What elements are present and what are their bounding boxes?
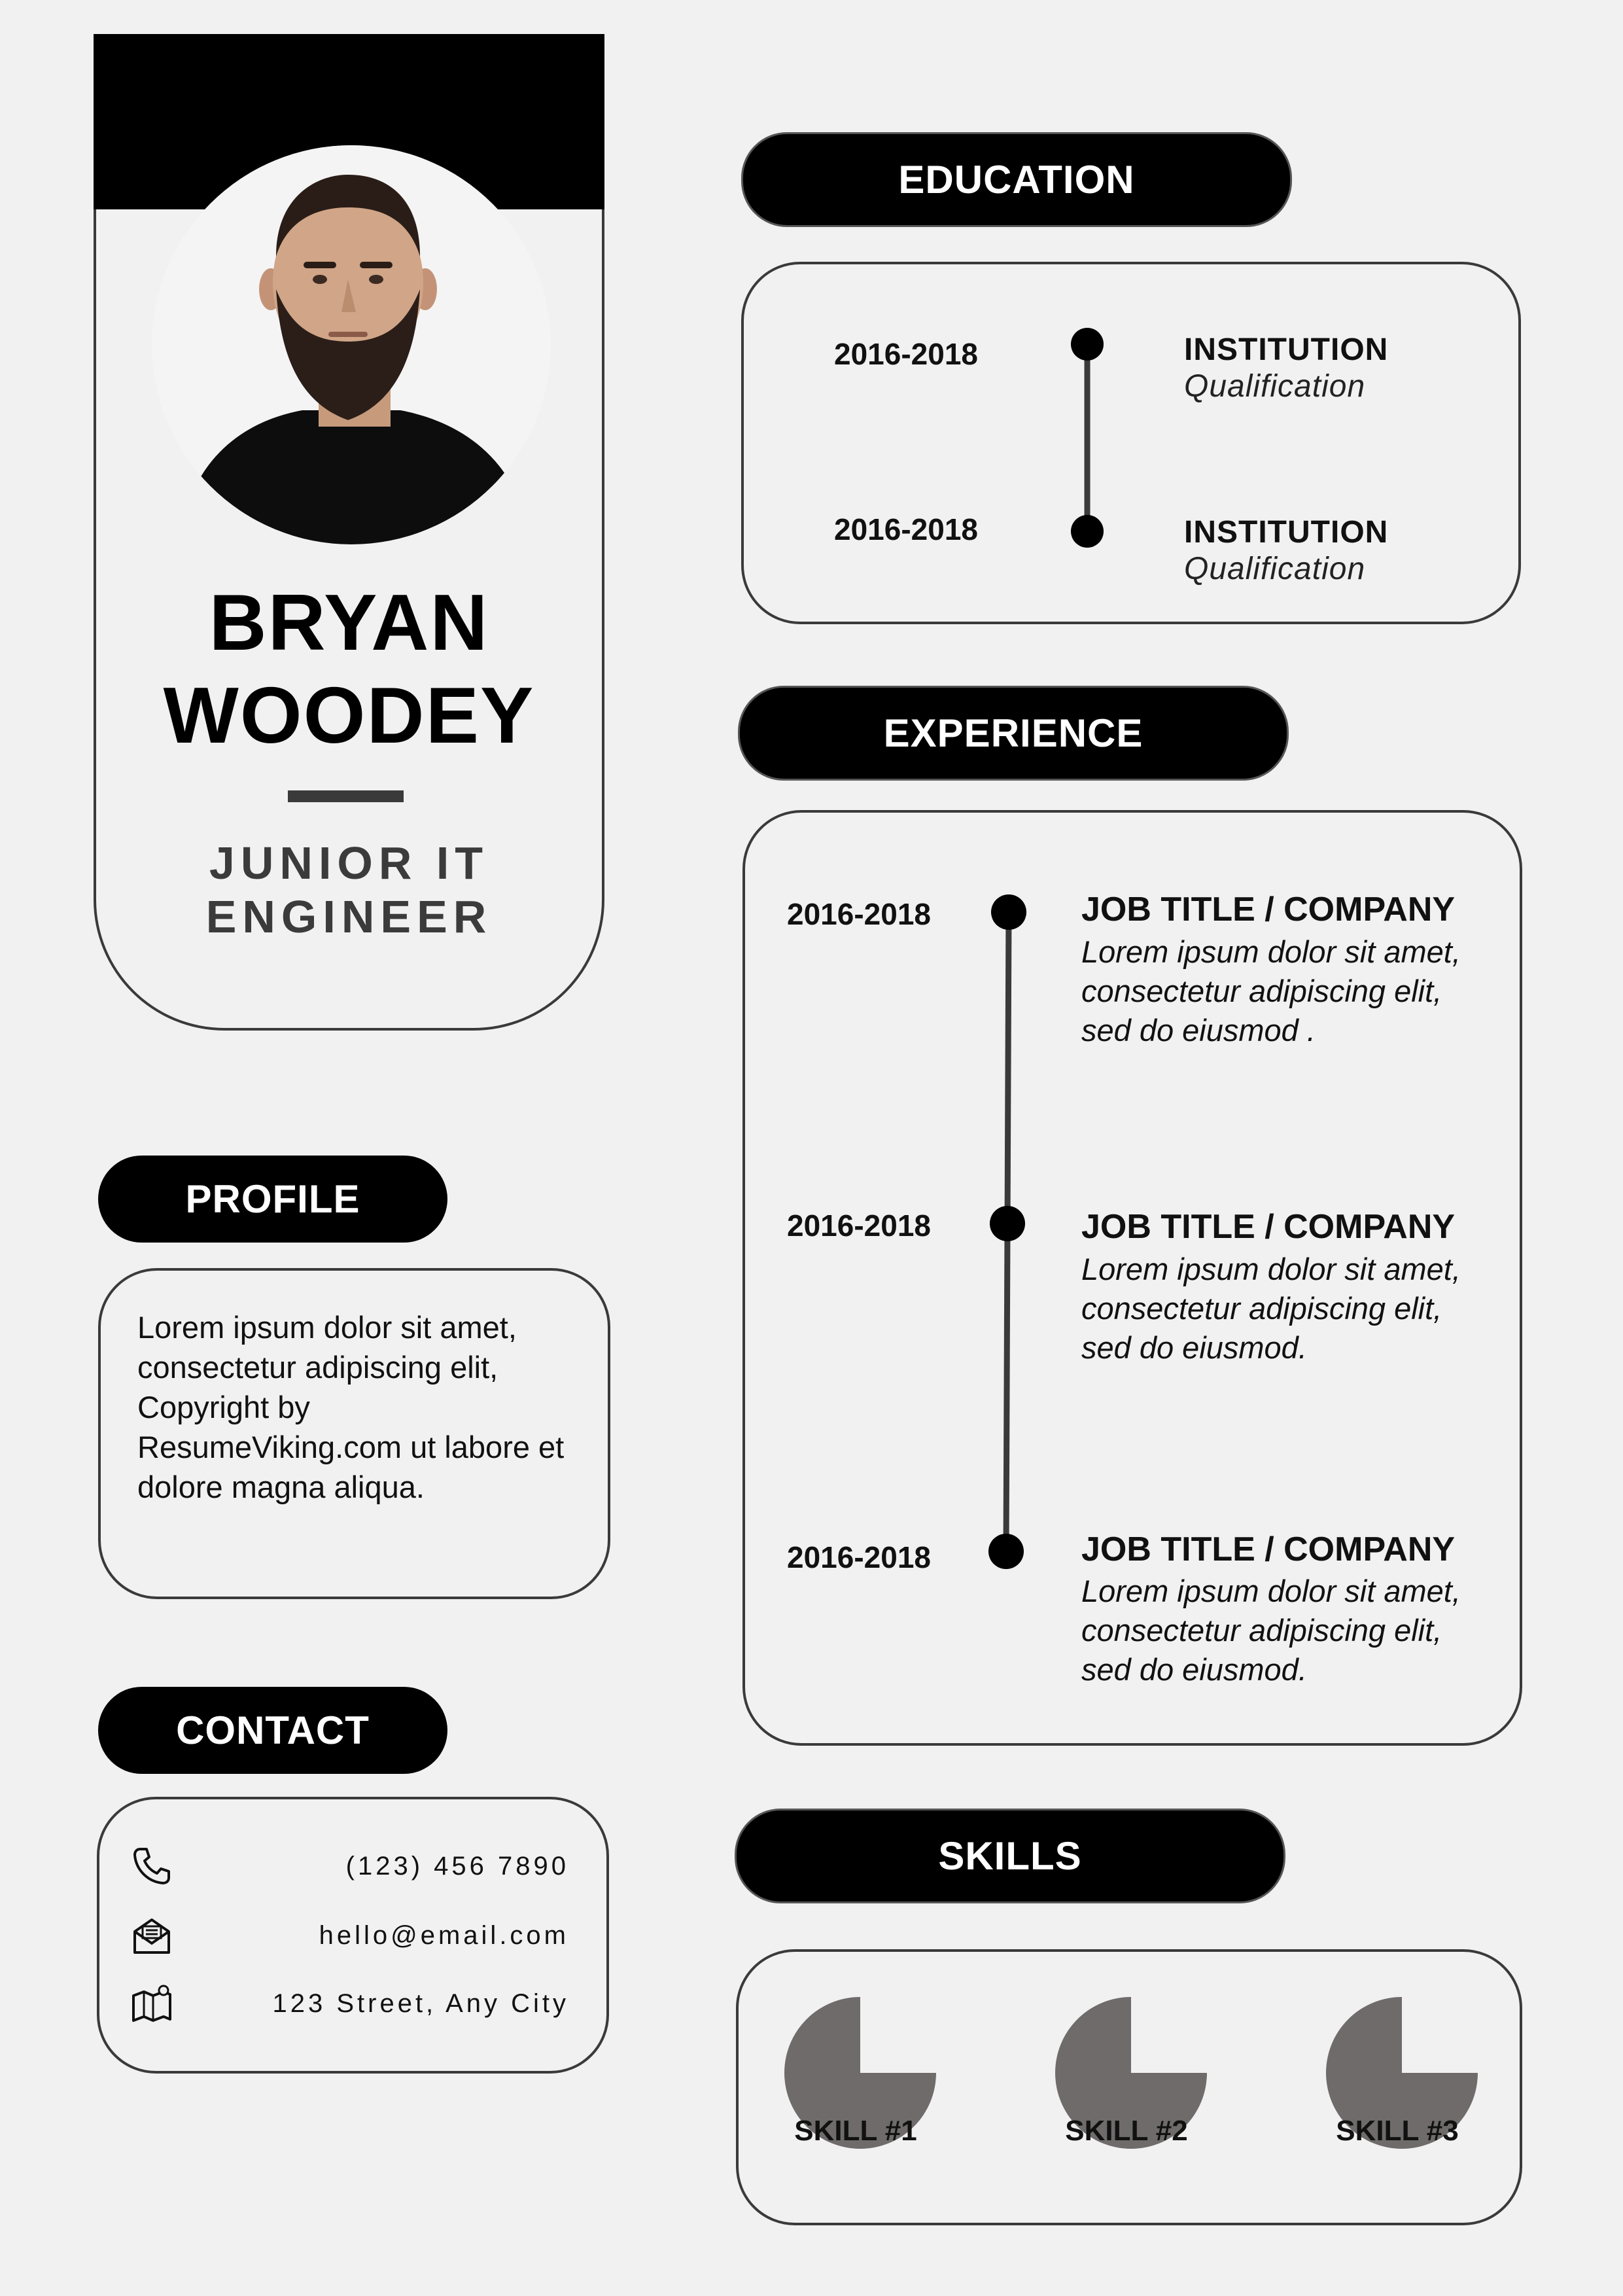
education-dot-1 [1071, 328, 1104, 361]
email-value: hello@email.com [319, 1920, 569, 1950]
contact-address: 123 Street, Any City [131, 1977, 569, 2030]
education-institution-1: INSTITUTION [1184, 332, 1389, 367]
experience-title-1: JOB TITLE / COMPANY [1081, 891, 1456, 928]
experience-dot-1 [991, 894, 1026, 930]
skill-chart-3 [1326, 1997, 1478, 2149]
education-institution-2: INSTITUTION [1184, 515, 1389, 550]
skill-chart-1 [784, 1997, 936, 2149]
skill-item-3 [1323, 1994, 1480, 2155]
contact-phone: (123) 456 7890 [131, 1840, 569, 1892]
skills-heading: SKILLS [735, 1809, 1285, 1903]
profile-box [98, 1268, 610, 1599]
experience-dot-3 [988, 1534, 1024, 1569]
experience-description-3: Lorem ipsum dolor sit amet, consectetur … [1081, 1574, 1461, 1687]
map-icon [131, 1983, 173, 2024]
skills-box [736, 1949, 1522, 2225]
skill-label-3: SKILL #3 [1336, 2115, 1459, 2147]
education-date-2: 2016-2018 [834, 512, 978, 546]
contact-email: hello@email.com [131, 1909, 569, 1962]
education-qualification-2: Qualification [1184, 552, 1366, 586]
experience-date-3: 2016-2018 [787, 1540, 931, 1574]
role-line-2: ENGINEER [205, 891, 493, 942]
skill-level-sector [1055, 1997, 1207, 2149]
skill-label-1: SKILL #1 [794, 2115, 917, 2147]
education-qualification-1: Qualification [1184, 369, 1366, 404]
experience-date-1: 2016-2018 [787, 897, 931, 931]
contact-heading: CONTACT [98, 1687, 447, 1774]
education-timeline [1071, 328, 1104, 548]
experience-description-2: Lorem ipsum dolor sit amet, consectetur … [1081, 1252, 1461, 1365]
first-name: BRYAN [209, 578, 489, 667]
phone-value: (123) 456 7890 [345, 1851, 569, 1881]
skill-label-2: SKILL #2 [1065, 2115, 1188, 2147]
name-divider [288, 790, 404, 802]
last-name: WOODEY [163, 671, 535, 760]
education-box [741, 262, 1521, 624]
profile-photo [152, 145, 551, 544]
experience-description-1: Lorem ipsum dolor sit amet, consectetur … [1081, 934, 1461, 1048]
envelope-icon [131, 1915, 173, 1956]
education-heading: EDUCATION [741, 132, 1292, 227]
experience-title-3: JOB TITLE / COMPANY [1081, 1530, 1456, 1568]
experience-box [742, 810, 1522, 1746]
job-role: JUNIOR IT ENGINEER [94, 836, 604, 944]
experience-heading: EXPERIENCE [738, 686, 1289, 781]
person-name: BRYAN WOODEY [94, 576, 604, 762]
profile-text: Lorem ipsum dolor sit amet, consectetur … [137, 1310, 565, 1504]
experience-title-2: JOB TITLE / COMPANY [1081, 1208, 1456, 1246]
address-value: 123 Street, Any City [272, 1988, 569, 2018]
experience-timeline [988, 894, 1026, 1569]
skill-chart-2 [1055, 1997, 1207, 2149]
education-date-1: 2016-2018 [834, 337, 978, 371]
skill-item-2 [1053, 1994, 1210, 2155]
skill-level-sector [1326, 1997, 1478, 2149]
role-line-1: JUNIOR IT [209, 838, 489, 889]
profile-heading: PROFILE [98, 1156, 447, 1243]
education-dot-2 [1071, 515, 1104, 548]
contact-box [97, 1797, 609, 2074]
skill-level-sector [784, 1997, 936, 2149]
phone-icon [131, 1845, 173, 1887]
skill-item-1 [782, 1994, 939, 2155]
portrait-image [152, 145, 551, 544]
experience-dot-2 [990, 1206, 1025, 1241]
experience-date-2: 2016-2018 [787, 1209, 931, 1243]
